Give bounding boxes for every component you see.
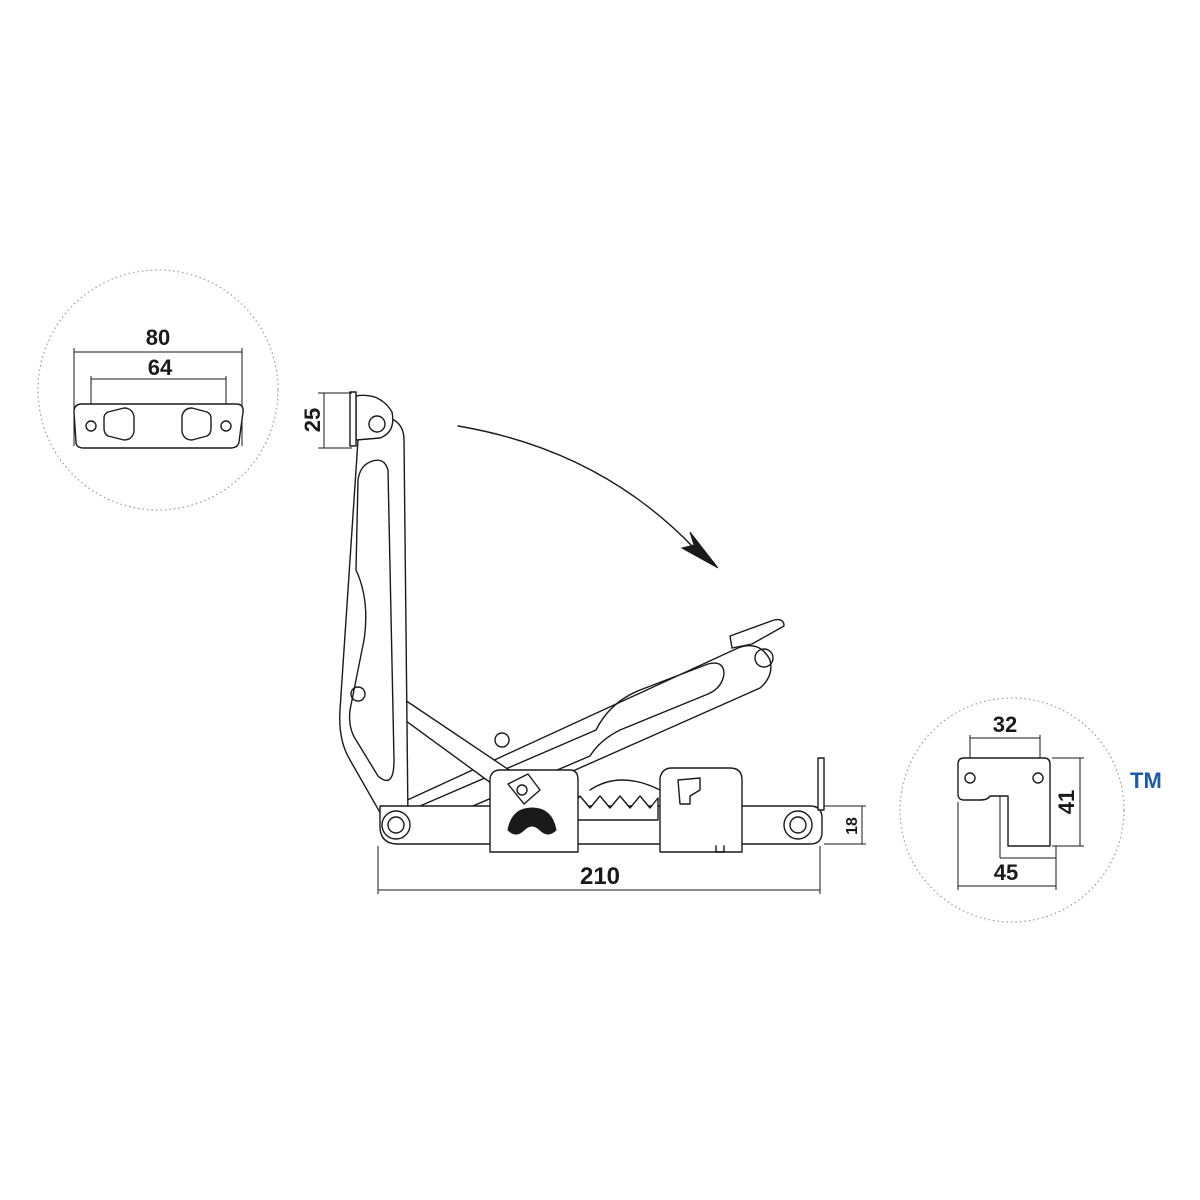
side-plate xyxy=(957,757,1051,847)
mounting-plate xyxy=(73,403,244,449)
slider-block-right-tab xyxy=(715,845,725,853)
dim-label-80: 80 xyxy=(146,325,170,350)
raised-lid-arm xyxy=(339,409,409,831)
dim-label-18: 18 xyxy=(844,817,861,835)
raised-top-pivot-hole xyxy=(368,415,386,433)
lowered-top-plate xyxy=(729,618,785,649)
dim-label-210: 210 xyxy=(580,863,620,890)
dim-label-41: 41 xyxy=(1054,790,1079,814)
base-pivot-right xyxy=(783,810,813,840)
dim-label-32: 32 xyxy=(993,712,1017,737)
raised-top-plate xyxy=(349,391,357,447)
dim-label-25: 25 xyxy=(300,408,325,432)
slider-pawl-pivot xyxy=(516,784,528,796)
lowered-arm-rivet xyxy=(494,732,510,748)
base-pivot-left-inner xyxy=(387,816,405,834)
plate-slot-right xyxy=(181,407,212,441)
side-plate-hole-right xyxy=(1032,772,1044,784)
dim-label-64: 64 xyxy=(148,355,173,380)
rotation-arrow xyxy=(457,425,719,569)
plate-slot-left xyxy=(103,407,135,441)
mounting-plate-detail: 80 64 xyxy=(37,269,279,511)
slider-pawl xyxy=(507,773,541,805)
rotation-arrow-head xyxy=(680,531,719,569)
end-mount-plate xyxy=(817,757,825,811)
slider-block-right-notch xyxy=(677,777,701,805)
trademark-mark: TM xyxy=(1130,768,1162,793)
raised-arm-rivet xyxy=(350,686,366,702)
raised-top-knuckle xyxy=(355,394,394,441)
lift-mechanism: 25 18 210 xyxy=(300,391,866,894)
detail-circle-right xyxy=(899,697,1125,923)
rotation-arrow-curve xyxy=(457,425,695,549)
slider-block-right xyxy=(659,767,743,853)
base-pivot-left xyxy=(381,810,411,840)
lowered-arm-pivot-hole xyxy=(754,648,774,668)
raised-lid-arm-cutout xyxy=(348,459,395,782)
slider-block-left-grip xyxy=(507,807,557,835)
ratchet-teeth xyxy=(569,795,659,821)
plate-hole-right xyxy=(220,420,232,432)
side-plate-detail: 32 41 45 xyxy=(899,697,1125,923)
side-plate-hole-left xyxy=(964,772,976,784)
base-pivot-right-inner xyxy=(789,816,807,834)
detail-circle-left xyxy=(37,269,279,511)
ratchet-spring xyxy=(589,779,661,791)
plate-hole-left xyxy=(85,420,97,432)
dim-label-45: 45 xyxy=(994,860,1018,885)
